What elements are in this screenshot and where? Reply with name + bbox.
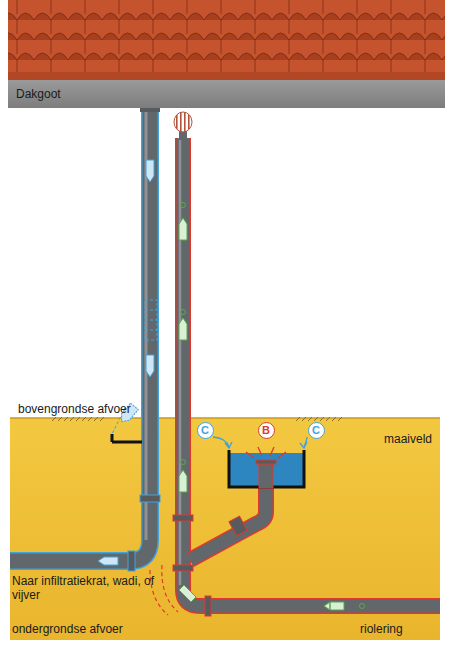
gutter-band: Dakgoot (8, 80, 445, 108)
pipe-coupling (229, 516, 247, 536)
ground-hatch (52, 417, 342, 421)
vent-pipe-outline (183, 138, 440, 606)
vent-pipe (183, 138, 440, 606)
vent-cap (174, 112, 192, 140)
pipe-coupling (173, 565, 193, 571)
air-arrows (213, 437, 307, 448)
branch-outline (190, 488, 266, 560)
callout-letter: C (201, 424, 209, 436)
callout-circle: C (308, 422, 325, 439)
callout-letter: B (262, 424, 270, 436)
surface-outlet (112, 434, 142, 442)
flow-arrows-up (179, 203, 365, 611)
roof-edge (8, 72, 445, 80)
branch-pipe (190, 488, 266, 560)
ground-line (10, 417, 440, 419)
pipe-coupling (128, 551, 135, 571)
pipe-coupling (173, 515, 193, 521)
sewer-label: riolering (360, 622, 403, 636)
rain-filter (145, 300, 157, 340)
downspout-pipe (10, 108, 150, 561)
roof-tiles (8, 0, 445, 80)
odor-lines (246, 447, 286, 458)
callout-letter: C (312, 424, 320, 436)
downspout-outline (10, 108, 150, 561)
callout-circle: B (258, 422, 275, 439)
underground-label: ondergrondse afvoer (12, 622, 123, 636)
pipe-coupling (205, 596, 211, 616)
surface-drain-label: bovengrondse afvoer (18, 402, 131, 416)
gutter-label: Dakgoot (16, 87, 61, 101)
pipe-coupling (140, 495, 160, 502)
destination-label: Naar infiltratiekrat, wadi, of vijver (12, 574, 162, 602)
water-pit (229, 450, 304, 488)
callout-circle: C (197, 422, 214, 439)
flow-arrows-down (98, 160, 154, 565)
ground-level-label: maaiveld (384, 432, 432, 446)
